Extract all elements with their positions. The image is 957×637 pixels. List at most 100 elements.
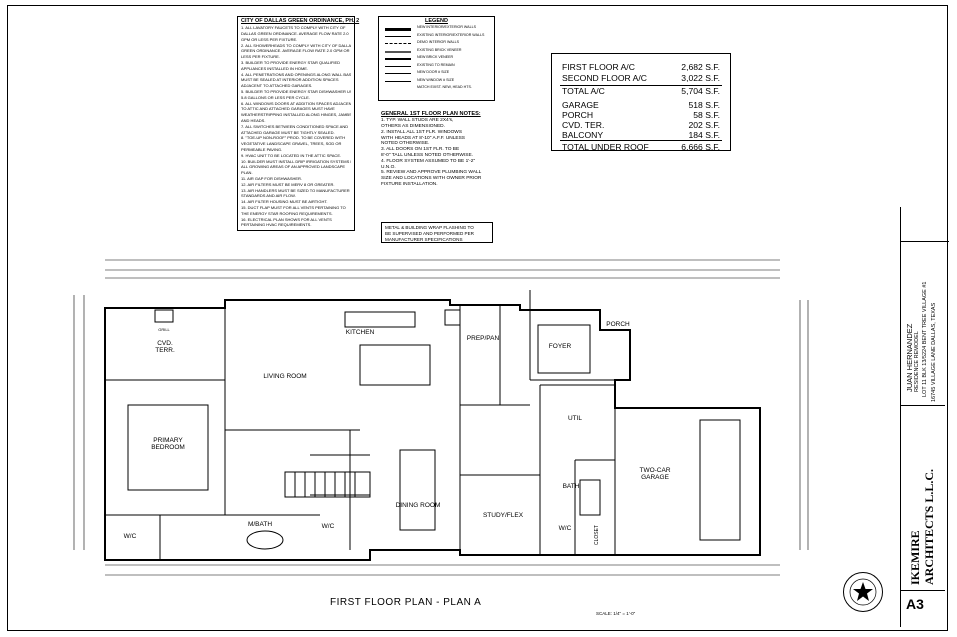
drawing-scale: SCALE: 1/4" = 1'-0"	[596, 611, 636, 616]
flashing-note-line: MANUFACTURER SPECIFICATIONS	[385, 236, 463, 242]
area-row: BALCONY 184 S.F.	[562, 130, 720, 140]
green-ordinance-item: PERMEABLE PAVING.	[241, 146, 283, 152]
floor-note-item: OTHERS AS DIMENSIONED.	[381, 124, 445, 129]
flashing-note-line: METAL & BUILDING WRAP FLASHING TO	[385, 225, 474, 230]
green-ordinance-item: PLAN.	[241, 170, 253, 176]
green-ordinance-item: ATTACHED GARAGE MUST BE TIGHTLY SEALED.	[241, 129, 335, 135]
room-label-wic-mid: W/C	[322, 523, 335, 530]
bed	[127, 404, 209, 491]
green-ordinance-item: GPM OR LESS PER FIXTURE.	[241, 36, 298, 42]
green-ordinance-item: LESS PER FIXTURE.	[241, 54, 280, 60]
area-value: 2,682 S.F.	[681, 62, 720, 72]
green-ordinance-item: 12. AIR FILTERS MUST BE MERV 8 OR GREATE…	[241, 181, 335, 187]
flashing-note-line: BE SUPERVISED AND PERFORMED PER	[385, 230, 475, 236]
client-name: JUAN HERNANDEZ	[905, 323, 914, 392]
legend-label: EXISTING TO REMAIN	[417, 62, 455, 67]
legend-swatch-icon	[385, 43, 411, 45]
legend-label: MATCH EXIST. NEW, HEAD HTS.	[417, 85, 472, 90]
legend-item: EXISTING TO REMAIN	[379, 63, 494, 71]
pantry-box	[444, 309, 461, 326]
green-ordinance-item: 15. DUCT FLAP MUST FOR ALL VENTS PERTAIN…	[241, 204, 346, 210]
first-floor-plan: CVD. TERR. LIVING ROOM KITCHEN PREP/PAN …	[73, 259, 809, 576]
architect-seal	[843, 572, 883, 612]
address: 16745 VILLAGE LANE DALLAS, TEXAS	[931, 302, 937, 402]
firm-name-1: IKEMIRE	[908, 530, 922, 585]
room-label-porch: PORCH	[606, 321, 630, 328]
legend-item: EXISTING INTERIOR/EXTERIOR WALLS	[379, 33, 494, 41]
green-ordinance-title: CITY OF DALLAS GREEN ORDINANCE, PH. 2	[241, 18, 360, 24]
legend-label: DEMO INTERIOR WALLS	[417, 40, 459, 45]
green-ordinance-item: 8. "TOE-UP NON-ROOF" PROD. TO BE COVERED…	[241, 135, 346, 141]
firm-name-2: ARCHITECTS L.L.C.	[922, 468, 936, 585]
floor-plan-notes: GENERAL 1ST FLOOR PLAN NOTES: 1. TYP. WA…	[378, 110, 495, 215]
floor-notes-list: 1. TYP. WALL STUDS ARE 2X4's, OTHERS AS …	[378, 118, 495, 188]
legend-label: NEW INTERIOR/EXTERIOR WALLS	[417, 25, 476, 30]
area-value: 58 S.F.	[693, 110, 720, 120]
bath-fixture	[579, 479, 601, 516]
green-ordinance-item: 2. ALL SHOWERHEADS TO COMPLY WITH CITY O…	[241, 42, 351, 48]
legend-swatch-icon	[385, 65, 411, 67]
room-label-grill: GRILL	[158, 327, 170, 332]
area-value: 184 S.F.	[688, 130, 720, 140]
legend-item: MATCH EXIST. NEW, HEAD HTS.	[379, 85, 494, 93]
legend-swatch-icon	[385, 28, 411, 32]
room-label-cvd-terr: CVD.	[157, 340, 173, 347]
room-label-mbath: M/BATH	[248, 521, 272, 528]
floor-note-item: SIZE AND LOCATIONS WITH OWNER PRIOR	[381, 176, 482, 182]
room-label-garage-2: GARAGE	[641, 474, 669, 481]
room-label-primary-2: BEDROOM	[151, 444, 185, 451]
floor-note-item: 5. REVIEW AND APPROVE PLUMBING WALL	[381, 170, 482, 176]
green-ordinance-item: AND HEADS.	[241, 117, 266, 123]
room-label-living: LIVING ROOM	[263, 373, 306, 380]
garage-car-space	[699, 419, 741, 541]
sheet-divider	[901, 590, 945, 591]
legend-box: LEGEND NEW INTERIOR/EXTERIOR WALLS EXISTI…	[378, 16, 495, 101]
legend-item: NEW BRICK VENEER	[379, 55, 494, 63]
floor-note-item: 3. ALL DOORS ON 1ST FLR. TO BE	[381, 147, 460, 153]
green-ordinance-item: GREEN ORDINANCE. AVERAGE FLOW RATE 2.0 G…	[241, 48, 350, 54]
area-divider	[560, 85, 722, 86]
legend-label: NEW WINDOW # SIZE	[417, 77, 455, 82]
green-ordinance-item: 5.8 GALLONS OR LESS PER CYCLE.	[241, 94, 310, 100]
area-label: SECOND FLOOR A/C	[562, 73, 647, 83]
area-divider	[560, 140, 722, 141]
room-label-wic-right: W/C	[559, 525, 572, 532]
legend-title: LEGEND	[425, 18, 448, 24]
floor-note-item: WITH HEADS AT 8'-10" A.F.F. UNLESS	[381, 135, 466, 141]
bathtub	[246, 530, 284, 550]
green-ordinance-item: 14. AIR FILTER HOUSING MUST BE AIRTIGHT.	[241, 199, 328, 205]
legend-label: EXISTING BRICK VENEER	[417, 47, 462, 52]
legend-label: NEW DOOR # SIZE	[417, 70, 450, 75]
area-row: CVD. TER.202 S.F.	[562, 120, 720, 130]
room-label-kitchen: KITCHEN	[346, 329, 375, 336]
green-ordinance-item: DALLAS GREEN ORDINANCE. AVERAGE FLOW RAT…	[241, 31, 349, 36]
green-ordinance-item: PERTAINING HVAC REQUIREMENTS.	[241, 222, 312, 228]
revision-box	[901, 207, 949, 242]
floor-note-item: U.N.O.	[381, 164, 396, 170]
dining-table	[399, 449, 436, 531]
seal-star-icon	[849, 578, 877, 606]
green-ordinance-item: 11. AIR GAP FOR DISHWASHER.	[241, 175, 303, 181]
area-label: GARAGE	[562, 100, 599, 110]
green-ordinance-list: 1. ALL LAVATORY FAUCETS TO COMPLY WITH C…	[238, 25, 354, 228]
room-label-cvd-terr-2: TERR.	[155, 347, 175, 354]
green-ordinance-item: 5. BUILDER TO PROVIDE ENERGY STAR DISHWA…	[241, 88, 351, 94]
area-label: BALCONY	[562, 130, 604, 140]
area-value: 6,666 S.F.	[681, 142, 720, 152]
green-ordinance-item: APPLIANCES INSTALLED IN HOME.	[241, 65, 309, 71]
green-ordinance-item: 9. HVAC UNIT TO BE LOCATED IN THE ATTIC …	[241, 152, 342, 158]
project-name: RESIDENCE REMODEL	[914, 331, 920, 392]
green-ordinance-item: 4. ALL PENETRATIONS AND OPENINGS ALONG W…	[241, 71, 351, 77]
kitchen-island	[359, 344, 431, 386]
floor-note-item: 8'-0" TALL UNLESS NOTED OTHERWISE.	[381, 152, 474, 158]
legend-swatch-icon	[385, 80, 411, 82]
room-label-util: UTIL	[568, 415, 582, 422]
room-label-study: STUDY/FLEX	[483, 512, 524, 519]
